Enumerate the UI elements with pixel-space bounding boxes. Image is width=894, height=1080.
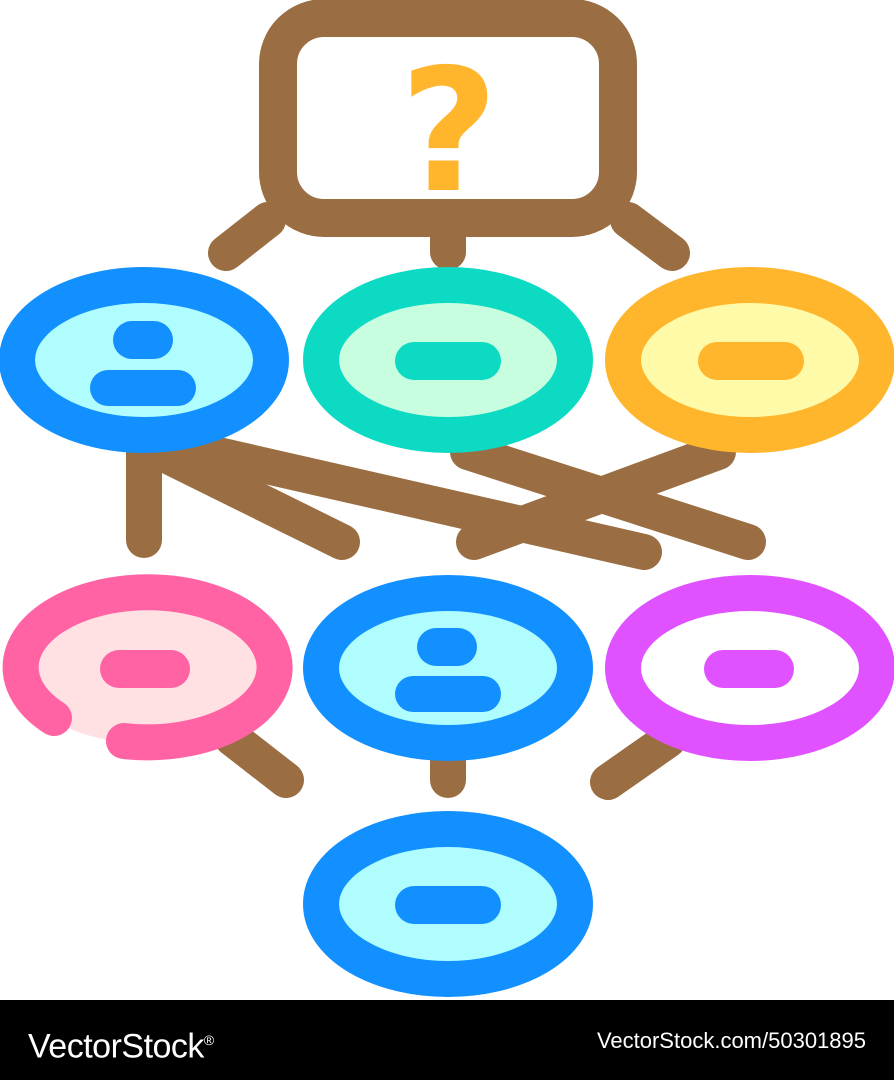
decision-tree-illustration: ? <box>0 0 894 997</box>
node-middle-right <box>605 575 894 761</box>
node-bottom-center <box>303 811 593 997</box>
dash-icon <box>100 650 190 688</box>
connector-right-diag <box>456 434 736 560</box>
watermark-footer: VectorStock® VectorStock.com/50301895 <box>0 1000 894 1080</box>
question-box: ? <box>259 0 637 237</box>
dash-icon <box>698 342 804 380</box>
registered-mark: ® <box>203 1032 214 1048</box>
node-top-left <box>0 267 289 453</box>
person-icon <box>90 321 196 406</box>
connector-left-diag-1 <box>142 434 360 560</box>
node-middle-center <box>303 575 593 761</box>
connector-purple-down <box>590 722 686 800</box>
dash-icon <box>395 342 501 380</box>
node-top-right <box>605 267 894 453</box>
connector-left-diag-2 <box>187 434 662 570</box>
image-id: VectorStock.com/50301895 <box>596 1028 866 1053</box>
connector-pink-down <box>214 720 304 798</box>
connector-box-left <box>208 202 286 271</box>
connector-box-right <box>610 202 690 271</box>
person-icon <box>395 628 501 712</box>
brand-logo: VectorStock® <box>28 1018 214 1068</box>
brand-name: VectorStock <box>28 1027 204 1066</box>
question-mark-icon: ? <box>400 33 499 231</box>
node-middle-left <box>2 574 293 761</box>
connector-lines <box>126 202 766 800</box>
dash-icon <box>704 650 794 688</box>
node-top-center <box>303 267 593 453</box>
dash-icon <box>395 886 501 924</box>
